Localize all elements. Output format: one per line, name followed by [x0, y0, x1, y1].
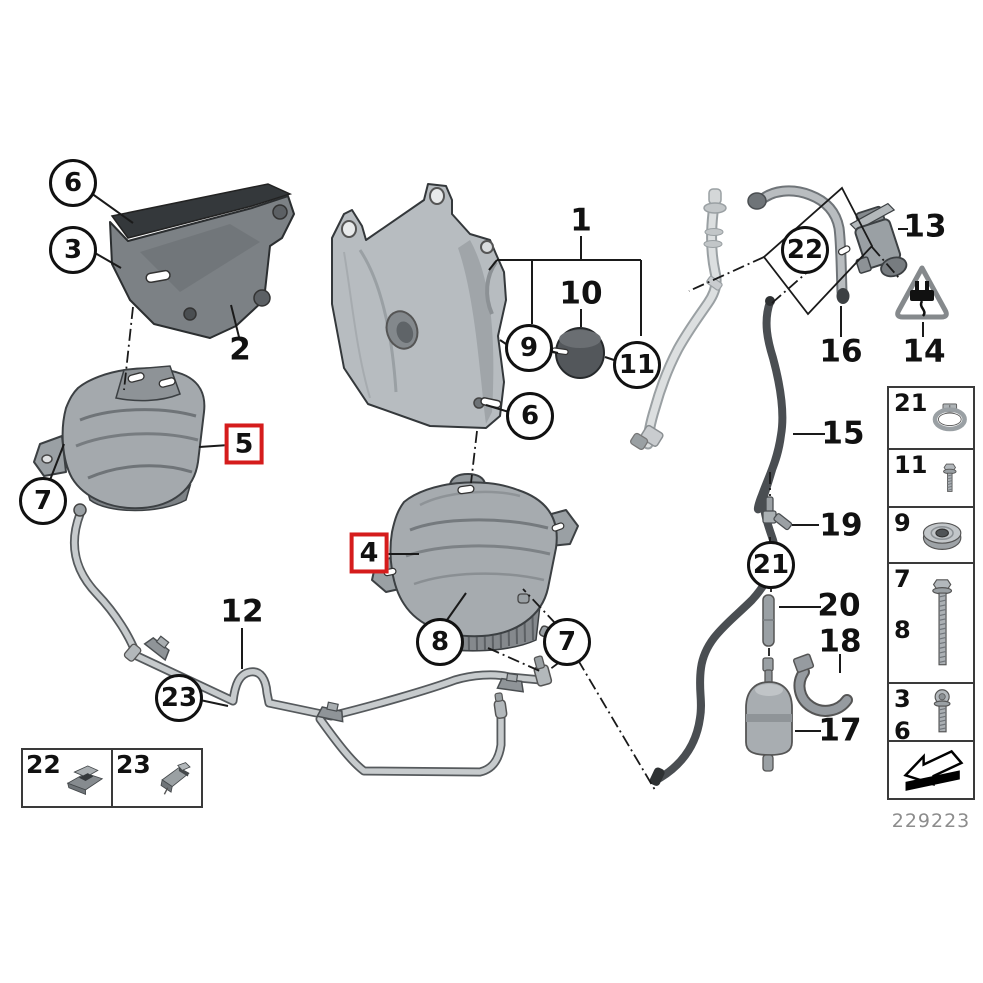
- engine-bracket-right-part-2: [109, 183, 295, 339]
- engine-mount-right-part-4: [371, 472, 579, 652]
- legend-box-22: 22: [21, 748, 113, 808]
- legend-row-labels: 11: [894, 451, 928, 479]
- pipe-clips: [123, 635, 553, 723]
- legend-row-21: 21: [889, 388, 973, 448]
- t-connector-part-19: [762, 496, 793, 531]
- vent-hose-16: [747, 185, 850, 304]
- vent-pipe: [630, 188, 727, 451]
- doc-number: 229223: [891, 810, 971, 832]
- direction-arrow-icon: [894, 744, 973, 797]
- legend-row-labels: 9: [894, 509, 911, 537]
- legend-box-23: 23: [111, 748, 203, 808]
- holder-clip-icon: [151, 753, 201, 803]
- legend-row-arrow: [889, 740, 973, 798]
- long-bolt-icon: [911, 568, 973, 679]
- legend-row-labels: 21: [894, 389, 928, 417]
- cable-clip-icon: [61, 753, 111, 803]
- leader-lines: [49, 186, 924, 732]
- electric-warning-triangle-icon: [895, 265, 949, 320]
- legend-box-label: 23: [116, 750, 151, 779]
- engine-mount-left-part-5: [33, 365, 206, 517]
- fuel-pipe-12: [69, 509, 546, 777]
- filter-clamp-part-18: [792, 653, 853, 717]
- rubber-damper-part-10: [551, 327, 605, 379]
- engine-bracket-left-part-1: [331, 183, 507, 429]
- medium-bolt-icon: [911, 686, 973, 739]
- short-bolt-icon: [927, 452, 973, 505]
- hose-clamp-icon: [927, 390, 973, 446]
- washer-icon: [911, 510, 973, 561]
- fuel-filter-part-17: [745, 657, 793, 772]
- legend-row-11: 11: [889, 448, 973, 506]
- legend-box-label: 22: [26, 750, 61, 779]
- spacer-tube-part-20: [762, 594, 775, 647]
- legend-row-9: 9: [889, 506, 973, 562]
